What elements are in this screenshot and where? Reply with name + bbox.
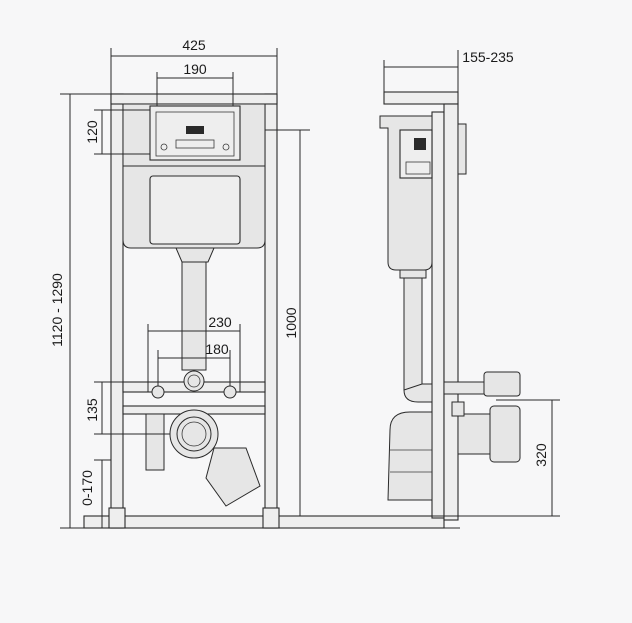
side-rear-post	[443, 103, 459, 521]
right-upright	[264, 93, 278, 529]
dim-depth: 155-235	[462, 49, 514, 65]
side-flush-connector	[483, 371, 521, 397]
plate-screw-right	[222, 143, 230, 151]
side-drain-clip	[451, 401, 465, 417]
plate-bracket	[175, 139, 215, 149]
side-bolt-rod	[443, 381, 491, 395]
foot-right	[262, 507, 280, 529]
dim-plate-height: 120	[84, 120, 100, 144]
dim-width: 425	[182, 37, 206, 53]
flush-pipe	[181, 261, 207, 371]
bolt-left	[151, 385, 165, 399]
flush-outlet-inner	[187, 374, 201, 388]
dim-total-height: 1120 - 1290	[49, 273, 65, 347]
bolt-right	[223, 385, 237, 399]
dim-plate-width: 190	[183, 61, 207, 77]
side-top-bar	[383, 91, 459, 105]
dim-bolt-height: 135	[84, 398, 100, 422]
flush-plate-inner	[155, 111, 235, 157]
side-control-base	[405, 161, 431, 175]
pipe-connector	[175, 247, 215, 263]
front-view	[108, 93, 280, 529]
side-pipe-top	[399, 269, 427, 279]
side-control-knob	[414, 138, 426, 150]
side-drain-elbow	[387, 411, 433, 501]
cistern-window	[149, 175, 241, 245]
drain-support	[145, 413, 165, 471]
side-view	[379, 91, 521, 521]
side-control	[399, 129, 433, 179]
flush-outlet	[183, 370, 205, 392]
dim-bolt-outer: 230	[208, 314, 232, 330]
rear-fitting	[457, 123, 467, 175]
front-dimensions: 425 190 120 1120 - 1290 1000 230 180 135	[49, 37, 310, 528]
plate-screw-left	[160, 143, 168, 151]
side-front-post	[431, 111, 445, 519]
side-dimensions: 155-235 320	[383, 49, 560, 517]
dim-bolt-inner: 180	[205, 341, 229, 357]
flush-mechanism	[186, 126, 204, 134]
top-bar	[110, 93, 278, 105]
dim-drain-height: 320	[533, 443, 549, 467]
side-pipe	[403, 277, 423, 391]
drain-elbow	[205, 447, 261, 507]
drain-inner	[181, 421, 207, 447]
foot-left	[108, 507, 126, 529]
side-drain-outlet	[489, 405, 521, 463]
side-pipe-bend	[403, 383, 433, 403]
left-upright	[110, 93, 124, 529]
dim-foot-adjust: 0-170	[79, 470, 95, 506]
dim-frame-height: 1000	[283, 307, 299, 338]
